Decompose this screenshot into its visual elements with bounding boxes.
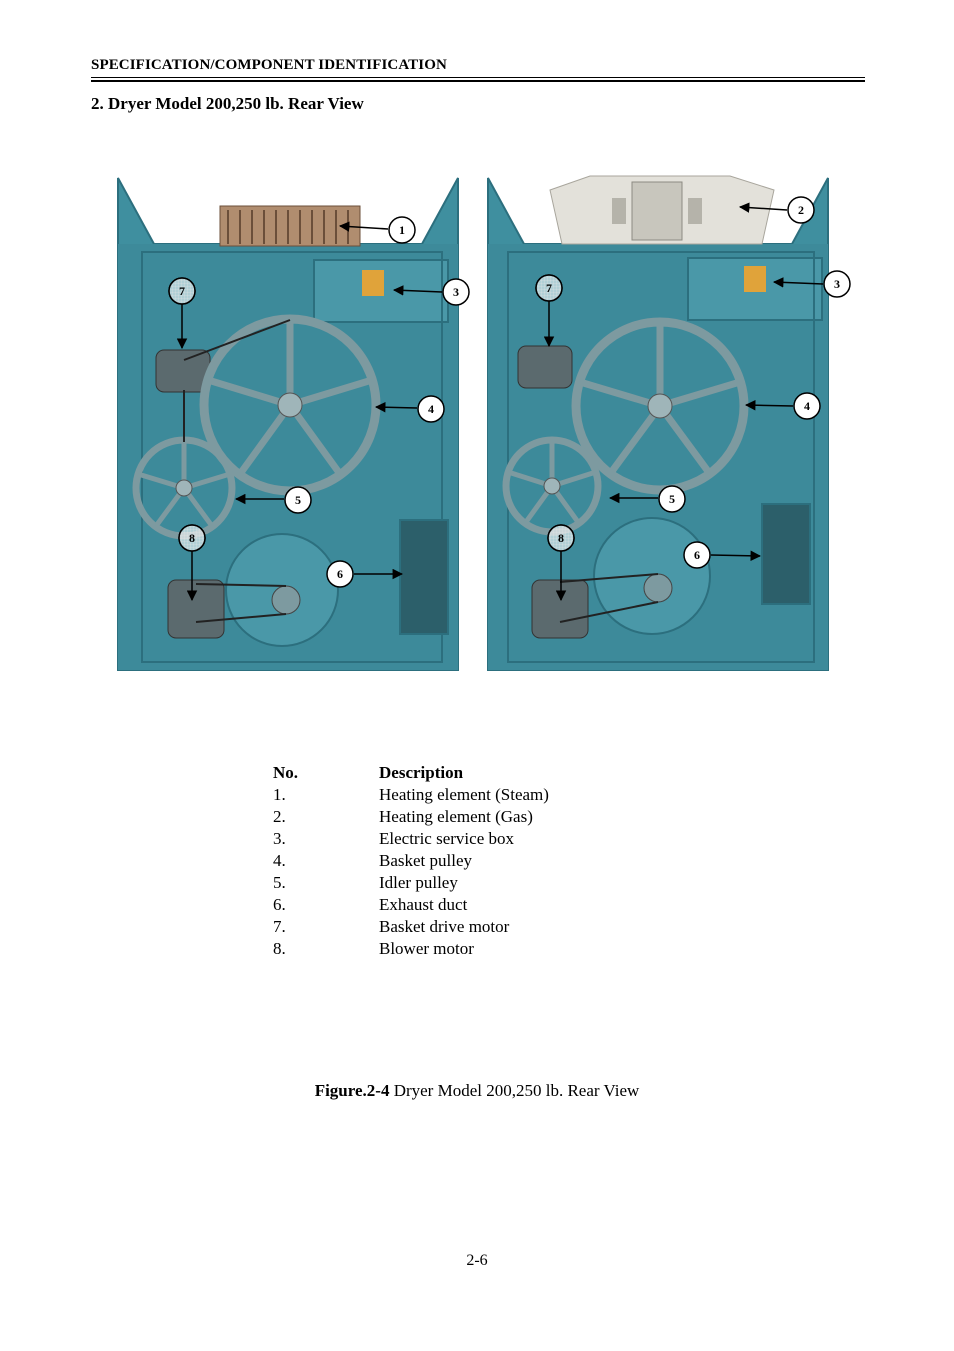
page-number: 2-6 <box>466 1252 488 1269</box>
legend-row: 6. Exhaust duct <box>273 894 693 916</box>
callout-6: 6 <box>337 567 343 581</box>
dryer-rear-view-figure: 1 3 7 4 5 8 6 <box>112 160 852 680</box>
header-rule <box>91 77 865 78</box>
legend-description: Idler pulley <box>379 873 458 892</box>
callout-1: 1 <box>399 223 405 237</box>
legend-description: Heating element (Steam) <box>379 785 549 804</box>
legend-no: 1. <box>273 785 286 804</box>
legend-no: 3. <box>273 829 286 848</box>
figure-caption: Figure.2-4 Dryer Model 200,250 lb. Rear … <box>0 1081 954 1101</box>
legend-no: 7. <box>273 917 286 936</box>
legend-description: Blower motor <box>379 939 474 958</box>
legend-header: No. Description <box>273 762 693 784</box>
callout-6-right: 6 <box>694 548 700 562</box>
steam-heating-element <box>219 205 361 247</box>
legend-header-no: No. <box>273 763 299 782</box>
figure-label: Figure.2-4 <box>314 1081 390 1100</box>
legend-no: 2. <box>273 807 286 826</box>
page-header: SPECIFICATION/COMPONENT IDENTIFICATION <box>91 57 447 73</box>
callout-7: 7 <box>179 284 185 298</box>
dryer-photos: 1 3 7 4 5 8 6 <box>117 175 851 671</box>
legend-description: Basket pulley <box>379 851 473 870</box>
legend-no: 5. <box>273 873 286 892</box>
legend-description: Electric service box <box>379 829 514 848</box>
legend-row: 3. Electric service box <box>273 828 693 850</box>
callout-4: 4 <box>428 402 434 416</box>
left-callouts: 1 3 7 4 5 8 6 <box>168 216 470 602</box>
callout-4-right: 4 <box>804 399 810 413</box>
header-rule-thick <box>91 80 865 82</box>
left-dryer-photo: 1 3 7 4 5 8 6 <box>117 177 470 671</box>
gas-heating-element <box>549 175 775 245</box>
callout-3-right: 3 <box>834 277 840 291</box>
callout-8: 8 <box>189 531 195 545</box>
legend-row: 1. Heating element (Steam) <box>273 784 693 806</box>
callout-2: 2 <box>798 203 804 217</box>
legend-row: 4. Basket pulley <box>273 850 693 872</box>
right-dryer-photo: 2 3 7 4 5 8 6 <box>487 175 851 671</box>
component-legend: No. Description 1. Heating element (Stea… <box>273 762 693 960</box>
legend-no: 8. <box>273 939 286 958</box>
callout-5: 5 <box>295 493 301 507</box>
callout-7-right: 7 <box>546 281 552 295</box>
right-callouts: 2 3 7 4 5 8 6 <box>535 196 851 602</box>
figure-caption-text: Dryer Model 200,250 lb. Rear View <box>389 1081 640 1100</box>
legend-no: 6. <box>273 895 286 914</box>
callout-3: 3 <box>453 285 459 299</box>
legend-row: 8. Blower motor <box>273 938 693 960</box>
legend-row: 7. Basket drive motor <box>273 916 693 938</box>
legend-description: Basket drive motor <box>379 917 510 936</box>
section-title: 2. Dryer Model 200,250 lb. Rear View <box>91 94 364 113</box>
legend-row: 5. Idler pulley <box>273 872 693 894</box>
legend-no: 4. <box>273 851 286 870</box>
legend-description: Heating element (Gas) <box>379 807 533 826</box>
callout-5-right: 5 <box>669 492 675 506</box>
basket-pulley-right <box>571 317 749 495</box>
legend-header-description: Description <box>379 763 464 782</box>
legend-row: 2. Heating element (Gas) <box>273 806 693 828</box>
legend-description: Exhaust duct <box>379 895 468 914</box>
callout-8-right: 8 <box>558 531 564 545</box>
